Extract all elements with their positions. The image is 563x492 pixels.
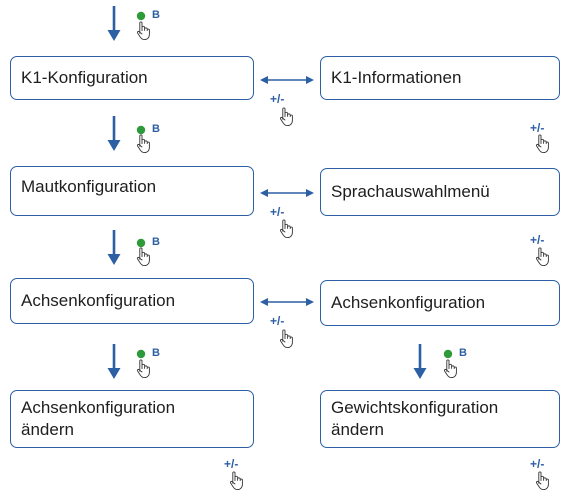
plus-minus-label: +/- bbox=[530, 457, 545, 471]
box-achsenkonfiguration-right: Achsenkonfiguration bbox=[320, 280, 560, 326]
box-label-line2: ändern bbox=[331, 420, 384, 439]
box-k1-konfiguration: K1-Konfiguration bbox=[10, 56, 254, 100]
box-label: K1-Informationen bbox=[331, 68, 462, 87]
hand-pointer-icon bbox=[136, 21, 150, 41]
box-achsenkonfiguration-left: Achsenkonfiguration bbox=[10, 278, 254, 324]
green-dot-icon bbox=[136, 125, 146, 135]
hand-pointer-icon bbox=[136, 134, 150, 154]
down-arrow bbox=[107, 344, 121, 379]
green-dot-icon bbox=[443, 349, 453, 359]
button-b-label: B bbox=[152, 123, 160, 135]
box-label-line2: ändern bbox=[21, 420, 74, 439]
box-label: Achsenkonfiguration bbox=[331, 293, 486, 312]
button-b-label: B bbox=[459, 347, 467, 359]
box-gewichtskonfiguration-aendern: Gewichtskonfiguration ändern bbox=[320, 390, 560, 448]
box-label: K1-Konfiguration bbox=[21, 68, 148, 87]
down-arrow bbox=[107, 6, 121, 41]
button-b-label: B bbox=[152, 236, 160, 248]
box-label-line1: Gewichtskonfiguration bbox=[331, 398, 499, 417]
box-label: Sprachauswahlmenü bbox=[331, 182, 490, 201]
plus-minus-label: +/- bbox=[530, 121, 545, 135]
box-label-line1: Achsenkonfiguration bbox=[21, 398, 176, 417]
hand-pointer-icon bbox=[229, 471, 243, 491]
hand-pointer-icon bbox=[136, 359, 150, 379]
box-sprachauswahlmenue: Sprachauswahlmenü bbox=[320, 168, 560, 216]
box-label: Mautkonfiguration bbox=[21, 177, 157, 196]
box-k1-informationen: K1-Informationen bbox=[320, 56, 560, 100]
button-b-label: B bbox=[152, 9, 160, 21]
green-dot-icon bbox=[136, 238, 146, 248]
down-arrow bbox=[107, 116, 121, 151]
down-arrow bbox=[107, 230, 121, 265]
hand-pointer-icon bbox=[279, 329, 293, 349]
plus-minus-label: +/- bbox=[530, 233, 545, 247]
hand-pointer-icon bbox=[279, 219, 293, 239]
bidirectional-arrow bbox=[260, 189, 314, 197]
hand-pointer-icon bbox=[443, 359, 457, 379]
green-dot-icon bbox=[136, 349, 146, 359]
button-b-label: B bbox=[152, 347, 160, 359]
bidirectional-arrow bbox=[260, 76, 314, 84]
green-dot-icon bbox=[136, 11, 146, 21]
plus-minus-label: +/- bbox=[270, 314, 285, 328]
hand-pointer-icon bbox=[535, 134, 549, 154]
hand-pointer-icon bbox=[535, 247, 549, 267]
hand-pointer-icon bbox=[535, 471, 549, 491]
plus-minus-label: +/- bbox=[270, 92, 285, 106]
down-arrow bbox=[413, 344, 427, 379]
box-achsenkonfiguration-aendern: Achsenkonfiguration ändern bbox=[10, 390, 254, 448]
plus-minus-label: +/- bbox=[224, 457, 239, 471]
hand-pointer-icon bbox=[279, 107, 293, 127]
bidirectional-arrow bbox=[260, 298, 314, 306]
box-mautkonfiguration: Mautkonfiguration bbox=[10, 166, 254, 216]
box-label: Achsenkonfiguration bbox=[21, 291, 176, 310]
hand-pointer-icon bbox=[136, 247, 150, 267]
plus-minus-label: +/- bbox=[270, 205, 285, 219]
